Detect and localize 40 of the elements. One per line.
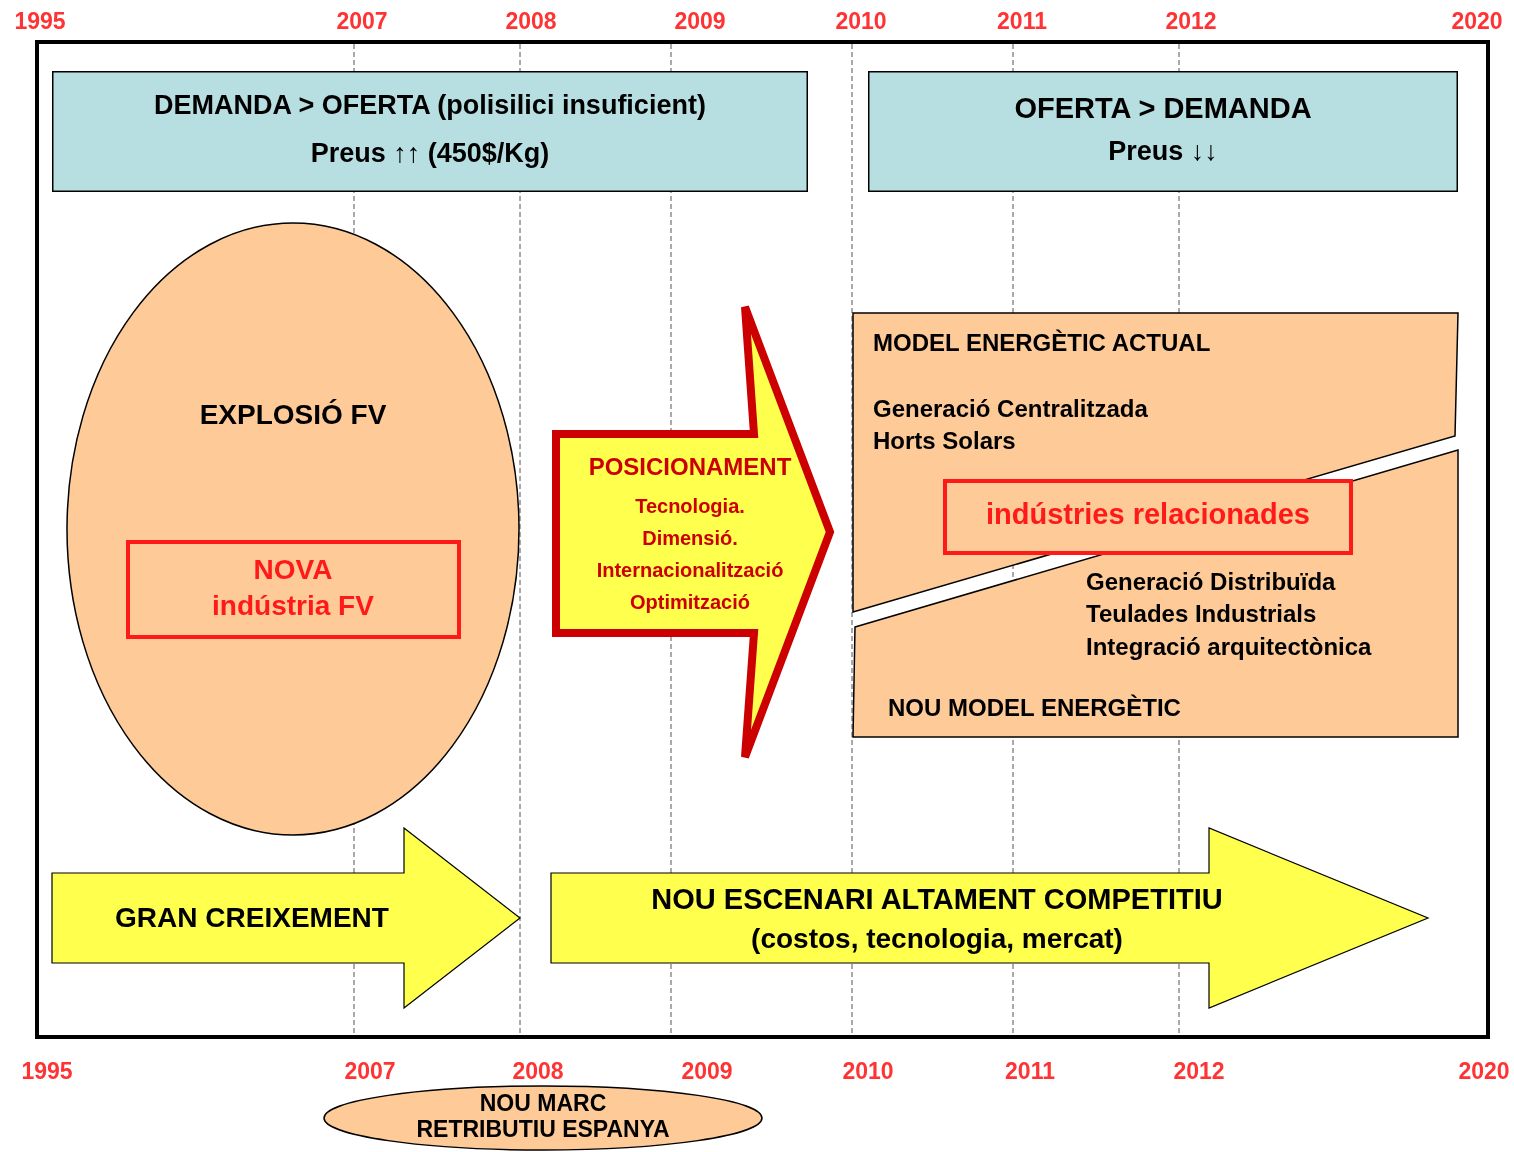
year-label: 2012 — [1173, 1058, 1225, 1085]
banner-heading: DEMANDA > OFERTA (polisilici insuficient) — [153, 89, 707, 122]
year-label: 2008 — [505, 8, 557, 35]
banner-heading: OFERTA > DEMANDA — [1013, 91, 1313, 126]
year-label: 1995 — [21, 1058, 73, 1085]
year-label: 2011 — [1005, 1058, 1055, 1085]
ellipse-text: NOU MARC RETRIBUTIU ESPANYA — [415, 1090, 671, 1143]
year-label: 2009 — [674, 8, 726, 35]
arrow-body-text: (costos, tecnologia, mercat) — [750, 922, 1124, 956]
year-label: 2020 — [1458, 1058, 1510, 1085]
ellipse-shape — [66, 222, 520, 836]
panel-heading: NOU MODEL ENERGÈTIC — [888, 694, 1182, 723]
ellipse-shape — [323, 1085, 763, 1151]
year-label: 2012 — [1165, 8, 1217, 35]
year-label: 2009 — [681, 1058, 733, 1085]
year-label: 2008 — [512, 1058, 564, 1085]
year-label: 1995 — [14, 8, 66, 35]
banner-box — [52, 71, 808, 192]
year-label: 2020 — [1451, 8, 1503, 35]
panel-body-text: Generació Distribuïda Teulades Industrials Integració arquitectònica — [1086, 567, 1373, 662]
box-text: indústries relacionades — [985, 497, 1311, 532]
arrow-heading: NOU ESCENARI ALTAMENT COMPETITIU — [650, 882, 1224, 917]
block-arrow — [52, 828, 520, 1008]
year-label: 2007 — [344, 1058, 396, 1085]
price-note: Preus ↑↑ (450$/Kg) — [309, 137, 551, 170]
price-note: Preus ↓↓ — [1107, 135, 1219, 168]
outlined-box — [126, 540, 461, 639]
block-arrow — [551, 828, 1428, 1008]
arrow-heading: POSICIONAMENT — [587, 453, 793, 482]
year-label: 2011 — [997, 8, 1047, 35]
banner-box — [868, 71, 1458, 192]
arrow-body-text: Tecnologia. Dimensió. Internacionalització Optimització — [595, 494, 785, 615]
panel-heading: MODEL ENERGÈTIC ACTUAL — [873, 329, 1212, 358]
panel-body-text: Generació Centralitzada Horts Solars — [873, 394, 1149, 457]
year-label: 2007 — [336, 8, 388, 35]
year-label: 2010 — [835, 8, 887, 35]
year-label: 2010 — [842, 1058, 894, 1085]
arrow-text: GRAN CREIXEMENT — [114, 901, 390, 935]
box-text: NOVA indústria FV — [211, 553, 375, 624]
ellipse-heading: EXPLOSIÓ FV — [198, 398, 388, 432]
